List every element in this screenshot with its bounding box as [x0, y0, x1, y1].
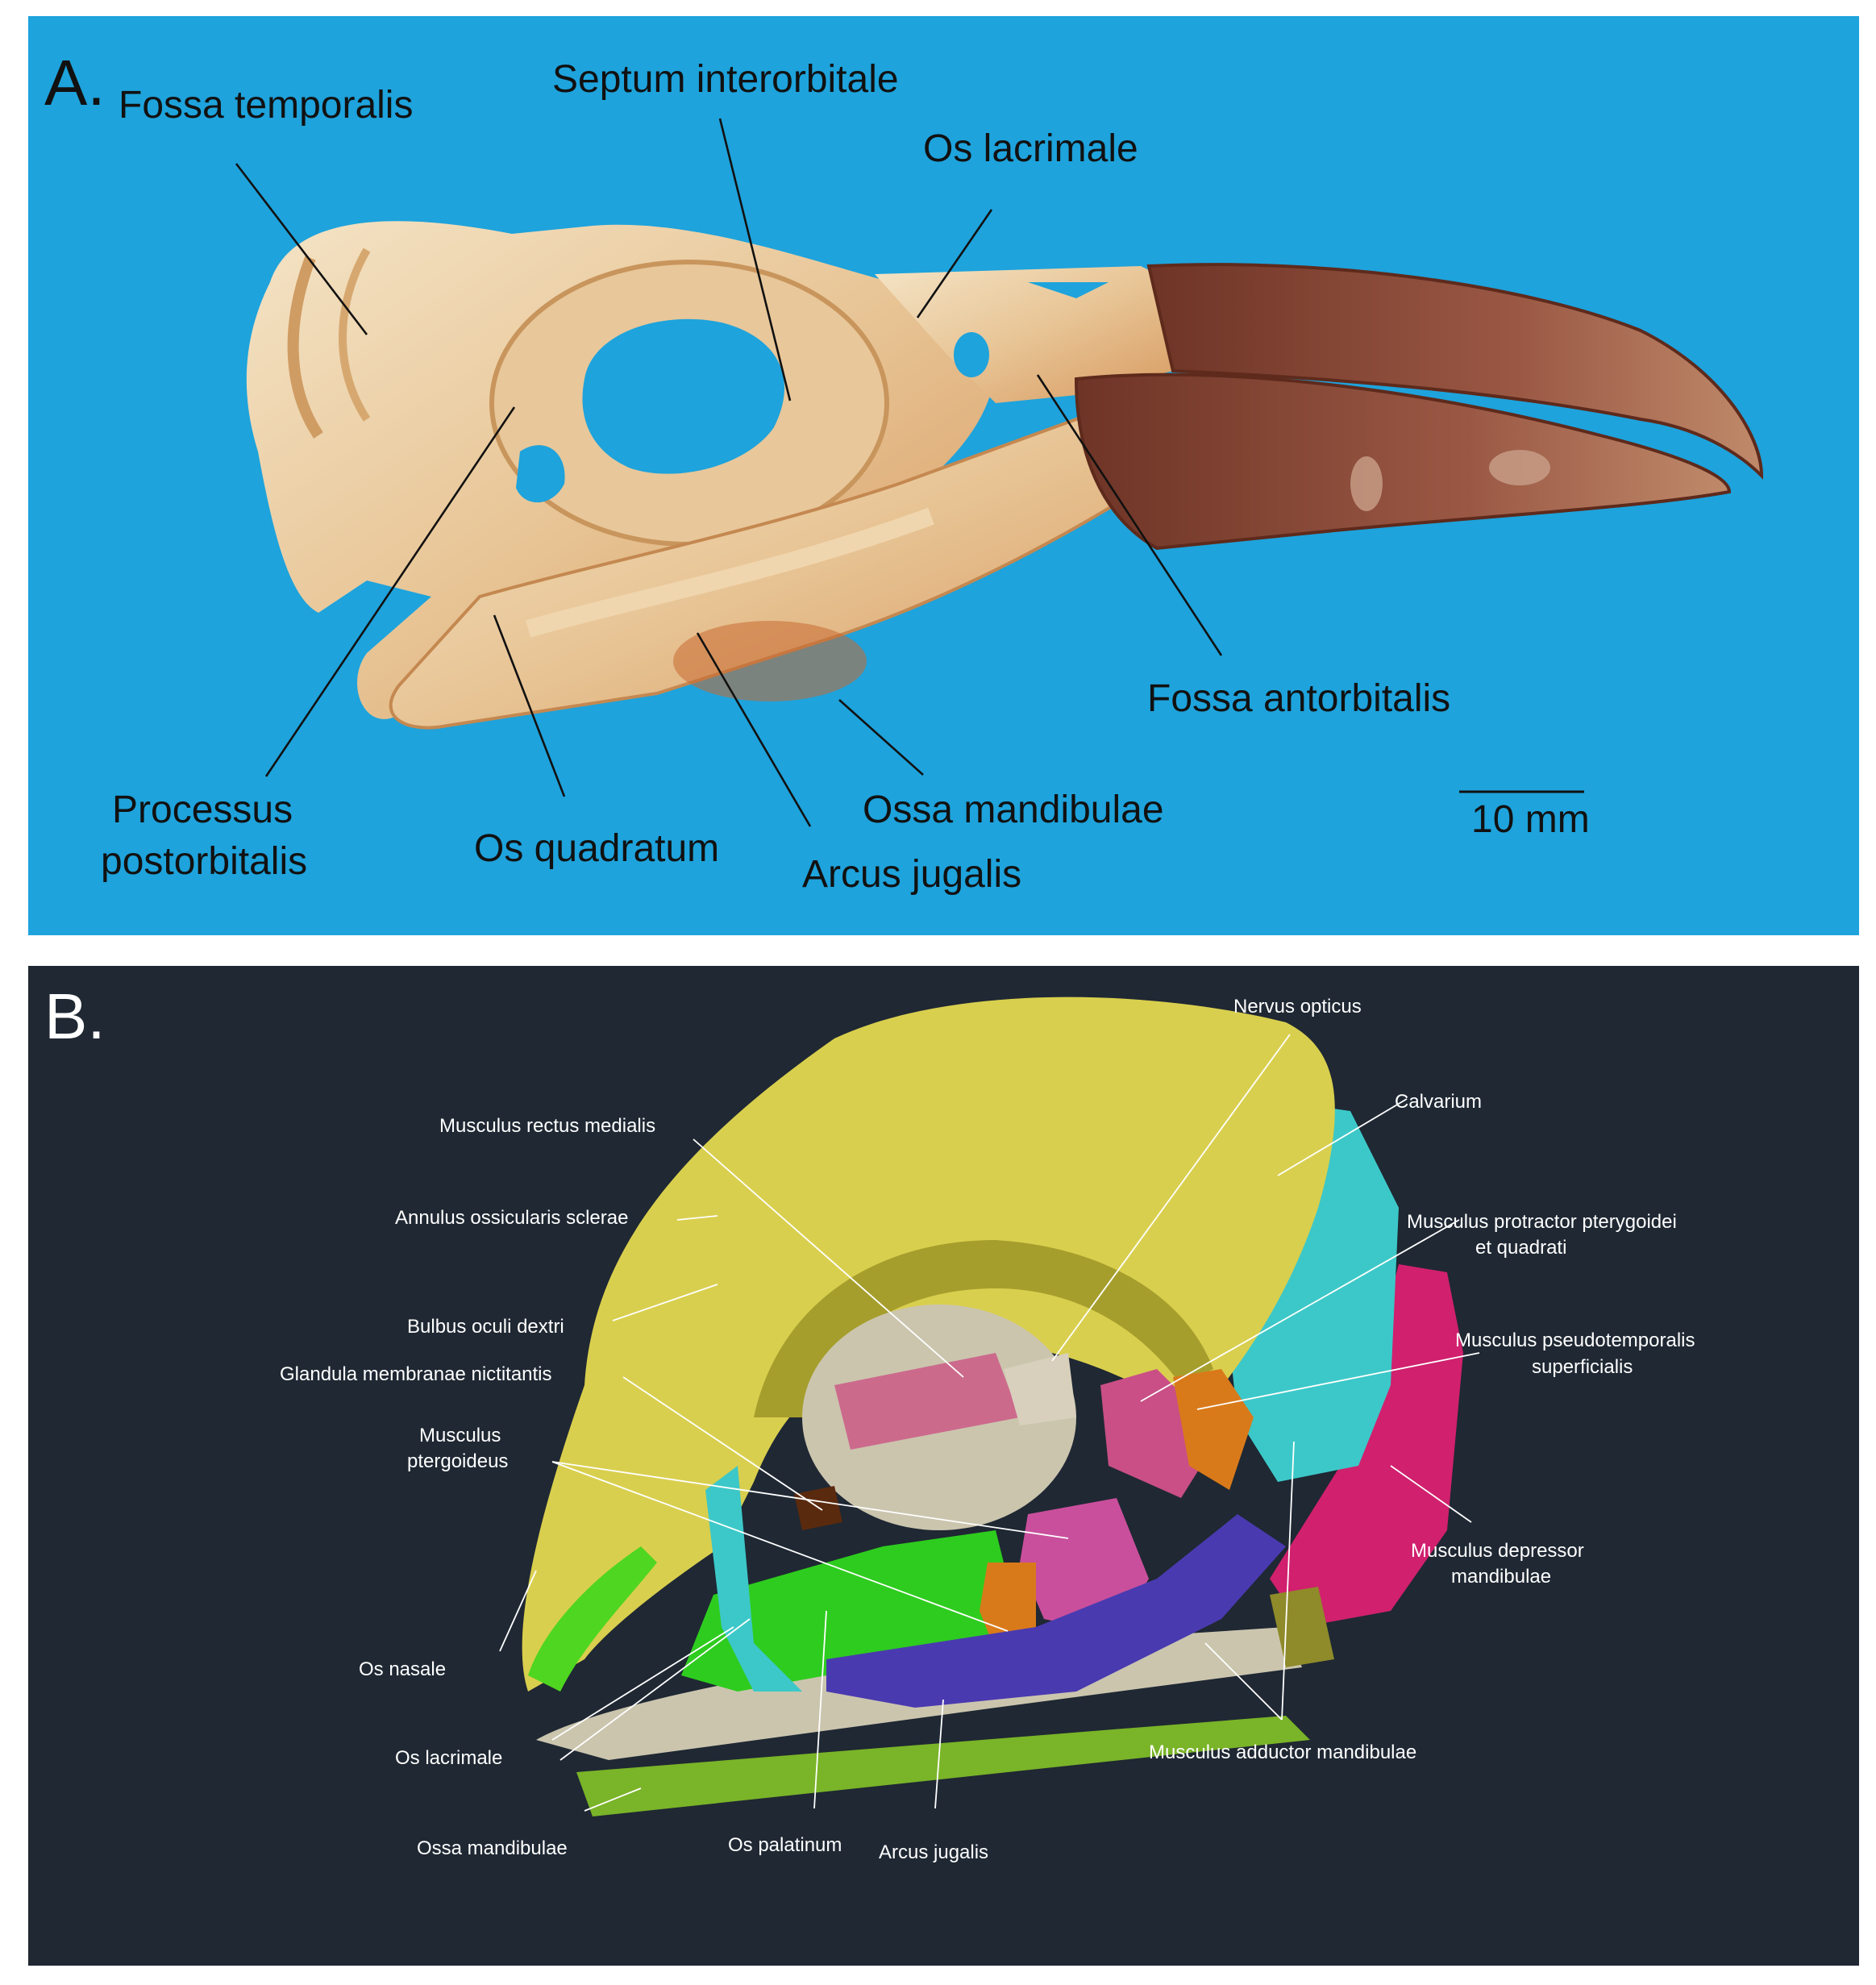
model-drawing [522, 997, 1463, 1816]
label-pterygoideus-2: ptergoideus [407, 1450, 508, 1472]
label-rectus-medialis: Musculus rectus medialis [439, 1115, 655, 1137]
orange-small-shape [980, 1563, 1036, 1651]
label-os-palatinum: Os palatinum [728, 1834, 842, 1856]
label-calvarium: Calvarium [1395, 1091, 1482, 1113]
label-septum-interorbitale: Septum interorbitale [552, 58, 899, 101]
label-depressor-2: mandibulae [1451, 1566, 1551, 1588]
olive-shape [1270, 1587, 1334, 1667]
lacrimale-shape [705, 1466, 802, 1692]
label-fossa-temporalis: Fossa temporalis [119, 84, 413, 127]
panel-b-3d-model: B. Nervus opticus Calvarium Musculus rec… [28, 966, 1859, 1966]
label-arcus-jugalis: Arcus jugalis [879, 1841, 988, 1863]
label-postorbitalis: postorbitalis [101, 840, 307, 883]
nervus-opticus-shape [1004, 1353, 1076, 1425]
quadrate-hole [516, 445, 565, 503]
beak-spot [1350, 456, 1383, 511]
label-processus: Processus [112, 789, 293, 831]
scale-bar-label: 10 mm [1471, 798, 1590, 841]
label-depressor-1: Musculus depressor [1411, 1540, 1584, 1562]
label-adductor: Musculus adductor mandibulae [1149, 1742, 1416, 1763]
label-annulus: Annulus ossicularis sclerae [395, 1207, 628, 1229]
label-arcus-jugalis: Arcus jugalis [802, 853, 1021, 896]
label-protractor-2: et quadrati [1475, 1237, 1566, 1259]
orbit-hole [582, 318, 785, 474]
label-bulbus: Bulbus oculi dextri [407, 1316, 564, 1338]
label-os-quadratum: Os quadratum [474, 827, 719, 870]
mandible-shape [576, 1716, 1310, 1816]
nasale-shape [528, 1546, 657, 1692]
antorbital-hole-2 [1028, 282, 1109, 298]
label-os-lacrimale: Os lacrimale [923, 127, 1138, 170]
skull-drawing [246, 221, 1764, 730]
label-fossa-antorbitalis: Fossa antorbitalis [1147, 677, 1450, 720]
panel-a-letter: A. [44, 47, 106, 119]
temporal-ridge [287, 256, 323, 439]
panel-a-leader-lines [235, 118, 1584, 827]
beak-spot-2 [1489, 450, 1550, 485]
label-protractor-1: Musculus protractor pterygoidei [1407, 1211, 1677, 1233]
orbit-ring [754, 1240, 1213, 1417]
label-ossa-mandibulae: Ossa mandibulae [863, 789, 1164, 831]
panel-a-photo: A. Fossa temporalis Septum interorbitale… [28, 16, 1859, 935]
mandible-stain [673, 621, 867, 701]
label-nervus-opticus: Nervus opticus [1233, 996, 1362, 1017]
label-os-lacrimale: Os lacrimale [395, 1747, 502, 1769]
antorbital-hole [954, 332, 989, 377]
temporal-ridge-2 [339, 248, 371, 422]
adductor-shape [826, 1514, 1286, 1708]
lower-beak [1074, 372, 1732, 551]
label-pseudotemporalis-2: superficialis [1532, 1356, 1633, 1378]
upper-beak [1146, 263, 1764, 480]
label-os-nasale: Os nasale [359, 1658, 446, 1680]
label-pterygoideus-1: Musculus [419, 1425, 501, 1446]
rectus-medialis-shape [834, 1353, 1020, 1450]
jugal-bar [525, 507, 934, 638]
label-ossa-mandibulae: Ossa mandibulae [417, 1837, 568, 1859]
label-glandula: Glandula membranae nictitantis [280, 1363, 552, 1385]
label-pseudotemporalis-1: Musculus pseudotemporalis [1455, 1330, 1695, 1351]
panel-b-illustration: B. Nervus opticus Calvarium Musculus rec… [44, 980, 1695, 1863]
orange-muscle-shape [1173, 1369, 1254, 1490]
panel-a-illustration: A. Fossa temporalis Septum interorbitale… [44, 47, 1764, 896]
panel-b-leader-lines [499, 1034, 1480, 1812]
snout-bridge [875, 266, 1173, 403]
panel-b-letter: B. [44, 980, 106, 1052]
